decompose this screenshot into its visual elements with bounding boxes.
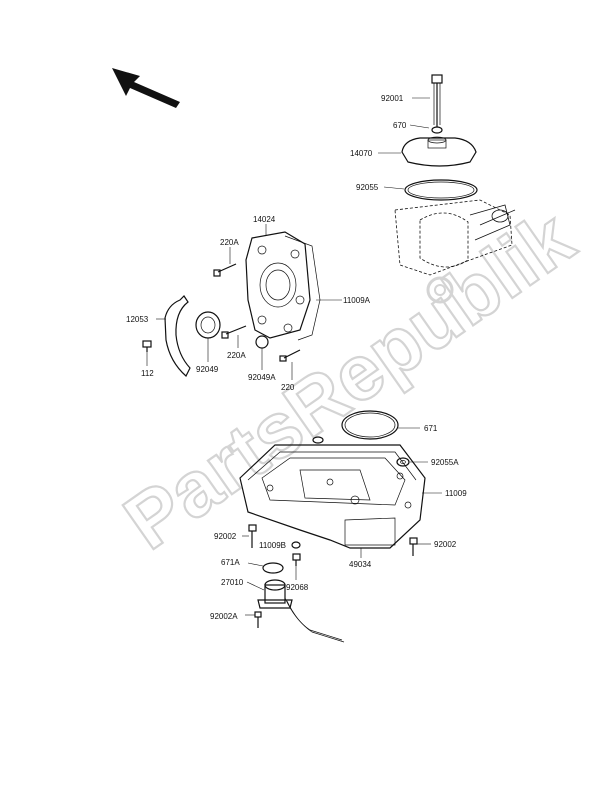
label-11009B: 11009B — [259, 541, 286, 550]
bolt-220A-bottom — [221, 325, 247, 339]
label-92068: 92068 — [286, 583, 309, 592]
label-92055: 92055 — [356, 183, 379, 192]
bolt-220 — [279, 349, 301, 362]
bolt-92002-right — [409, 537, 418, 556]
label-92002A: 92002A — [210, 612, 238, 621]
watermark-text: PartsRepublik — [109, 193, 590, 566]
label-220A-bottom: 220A — [227, 351, 246, 360]
o-ring-671A — [262, 562, 284, 574]
label-92002-left: 92002 — [214, 532, 237, 541]
gasket-11009B — [291, 541, 301, 549]
label-671A: 671A — [221, 558, 240, 567]
gear-logo-icon — [426, 276, 454, 304]
label-92049: 92049 — [196, 365, 219, 374]
label-14024: 14024 — [253, 215, 276, 224]
engine-case-outline — [394, 199, 516, 276]
watermark: PartsRepublik — [107, 192, 590, 567]
o-ring-671-inner — [344, 412, 396, 438]
label-220: 220 — [281, 383, 295, 392]
direction-arrow-icon — [112, 68, 180, 108]
plug-671-left — [312, 436, 324, 444]
bolt-92002-left — [248, 524, 257, 548]
label-92055A: 92055A — [431, 458, 459, 467]
bolt-92068 — [292, 553, 301, 566]
oil-pan-49034 — [239, 444, 426, 549]
label-27010: 27010 — [221, 578, 244, 587]
o-ring-671 — [341, 410, 399, 440]
o-ring-92055-inner — [407, 181, 475, 199]
nut-92055A — [396, 457, 410, 467]
bolt-92001 — [431, 74, 443, 127]
oil-seal-92049 — [195, 311, 221, 339]
label-12053: 12053 — [126, 315, 149, 324]
o-ring-92055 — [404, 179, 478, 201]
washer-670 — [431, 126, 443, 134]
label-11009A: 11009A — [343, 296, 371, 305]
bolt-92002A — [254, 611, 262, 628]
label-671: 671 — [424, 424, 438, 433]
label-92049A: 92049A — [248, 373, 276, 382]
part-labels: 92001 670 14070 92055 14024 220A 11009A … — [126, 94, 467, 621]
label-92001: 92001 — [381, 94, 404, 103]
bolt-220A-top — [213, 263, 237, 277]
leader-lines — [146, 97, 442, 616]
cover-14024 — [245, 231, 311, 339]
cover-12053 — [164, 295, 191, 377]
label-14070: 14070 — [350, 149, 373, 158]
oil-pressure-switch-27010 — [257, 579, 345, 643]
label-11009: 11009 — [445, 489, 467, 498]
label-92002-right: 92002 — [434, 540, 457, 549]
label-49034: 49034 — [349, 560, 372, 569]
oil-seal-92049A — [255, 335, 269, 349]
label-112: 112 — [141, 369, 154, 378]
label-220A-top: 220A — [220, 238, 239, 247]
bolt-112 — [142, 340, 152, 352]
breather-cap-14070 — [401, 136, 477, 167]
label-670: 670 — [393, 121, 407, 130]
